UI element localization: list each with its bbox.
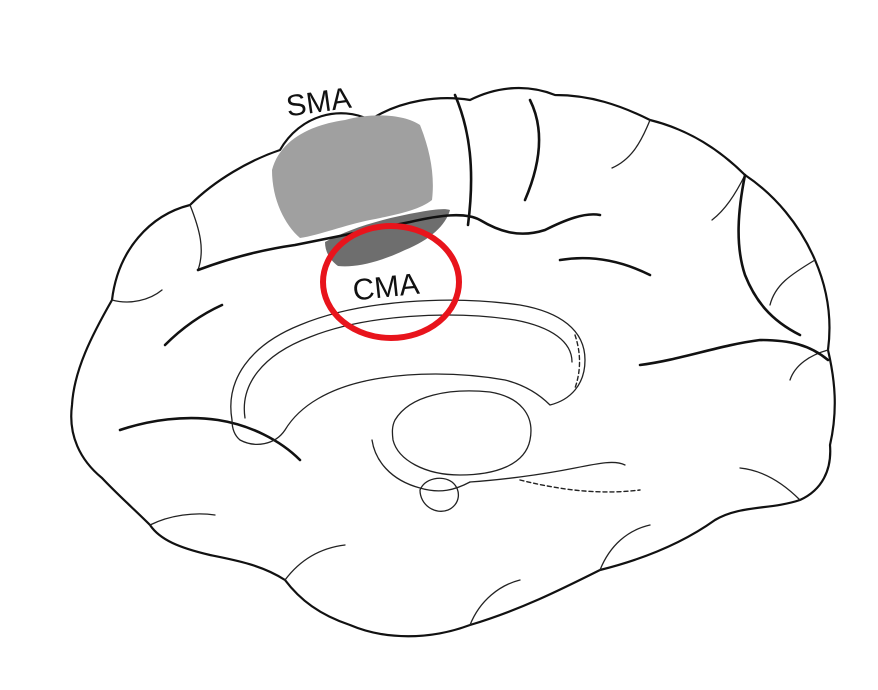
fold-frontal-upper [189,204,202,271]
cma-region [325,209,450,267]
fold-frontal-lower [111,289,163,303]
fold-temporal-2 [599,524,651,571]
midbrain-dashed [519,479,641,493]
fornix [371,439,471,492]
subparietal-sulcus [558,256,652,277]
cingulate-sulcus [196,213,602,272]
sma-region [272,115,433,238]
sma-label: SMA [284,82,353,124]
brain-outline [70,87,836,638]
fold-temporal-1 [739,467,801,501]
cma-highlight-circle [320,223,462,341]
brainstem-edge [469,461,626,483]
fold-occipital-1 [769,259,816,306]
corpus-callosum [230,299,586,445]
mammillary-body [419,477,459,512]
cma-label: CMA [351,268,421,308]
fold-parietal-1 [611,119,651,169]
marginal-sulcus [523,98,541,202]
fold-occipital-2 [789,349,829,381]
orbital-sulcus [118,416,302,462]
corpus-callosum-dashed [574,334,581,389]
fold-temporal-3 [469,579,521,626]
frontal-sulcus [163,303,224,347]
calcarine-sulcus [638,338,830,367]
fold-inferior-2 [149,513,216,526]
thalamus [391,390,532,476]
fold-inferior-1 [284,544,346,581]
paracentral-sulcus [453,93,473,227]
fold-occipital-3 [711,174,746,221]
parieto-occipital-sulcus [737,173,802,337]
corpus-callosum-inner [243,314,573,419]
